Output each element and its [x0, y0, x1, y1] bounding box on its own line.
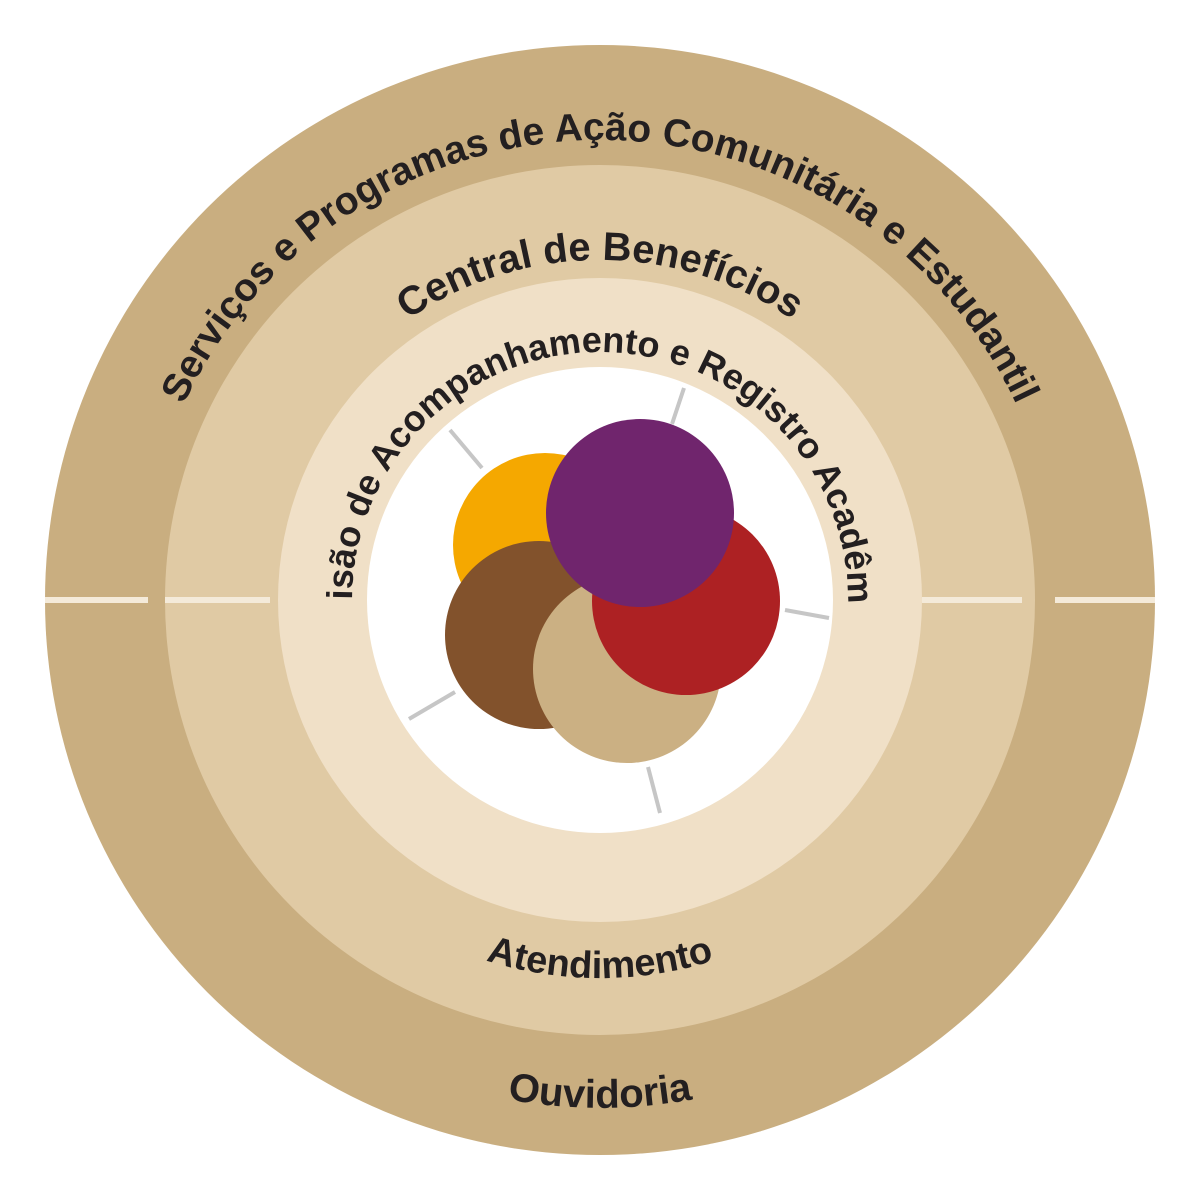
- tick: [407, 690, 457, 721]
- tick: [784, 608, 830, 620]
- center-circles: [445, 419, 780, 763]
- tick: [670, 387, 686, 425]
- tick: [646, 766, 662, 814]
- circle-purple: [546, 419, 734, 607]
- tick: [448, 428, 484, 470]
- tick-marks: [407, 387, 830, 814]
